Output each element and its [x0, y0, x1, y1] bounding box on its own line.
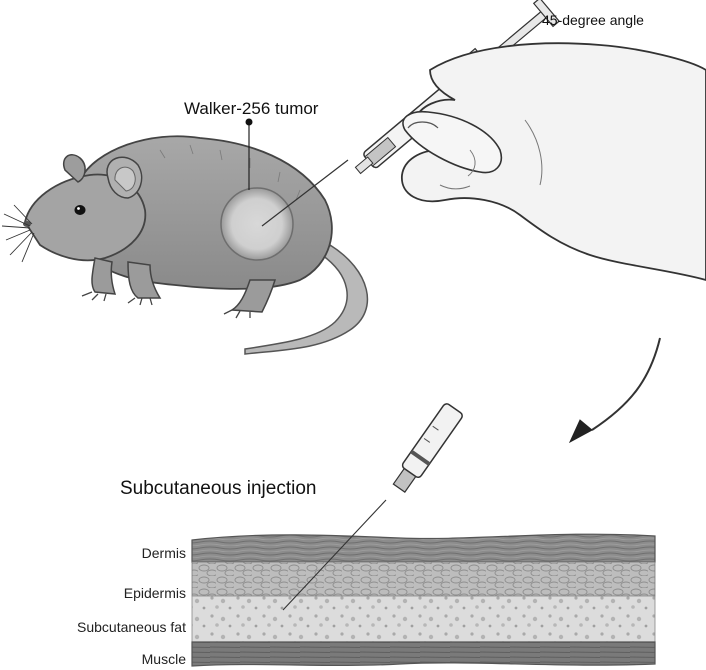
muscle-layer: [192, 642, 655, 666]
layer-label-subcutaneous-fat: Subcutaneous fat: [77, 619, 186, 635]
layer-label-dermis: Dermis: [142, 545, 186, 561]
dermis-layer: [192, 534, 655, 562]
layer-label-muscle: Muscle: [142, 651, 186, 667]
rat-illustration: [2, 136, 367, 354]
skin-cross-section: [192, 534, 655, 666]
epidermis-layer: [192, 562, 655, 596]
curved-arrow: [570, 338, 660, 442]
angle-label: 45-degree angle: [542, 12, 644, 28]
tumor-label: Walker-256 tumor: [184, 99, 318, 119]
tumor-leader-dot: [246, 119, 253, 126]
subcutaneous-fat-layer: [192, 596, 655, 642]
injection-title: Subcutaneous injection: [120, 478, 316, 500]
tumor-marker: [221, 188, 293, 260]
layer-label-epidermis: Epidermis: [124, 585, 186, 601]
